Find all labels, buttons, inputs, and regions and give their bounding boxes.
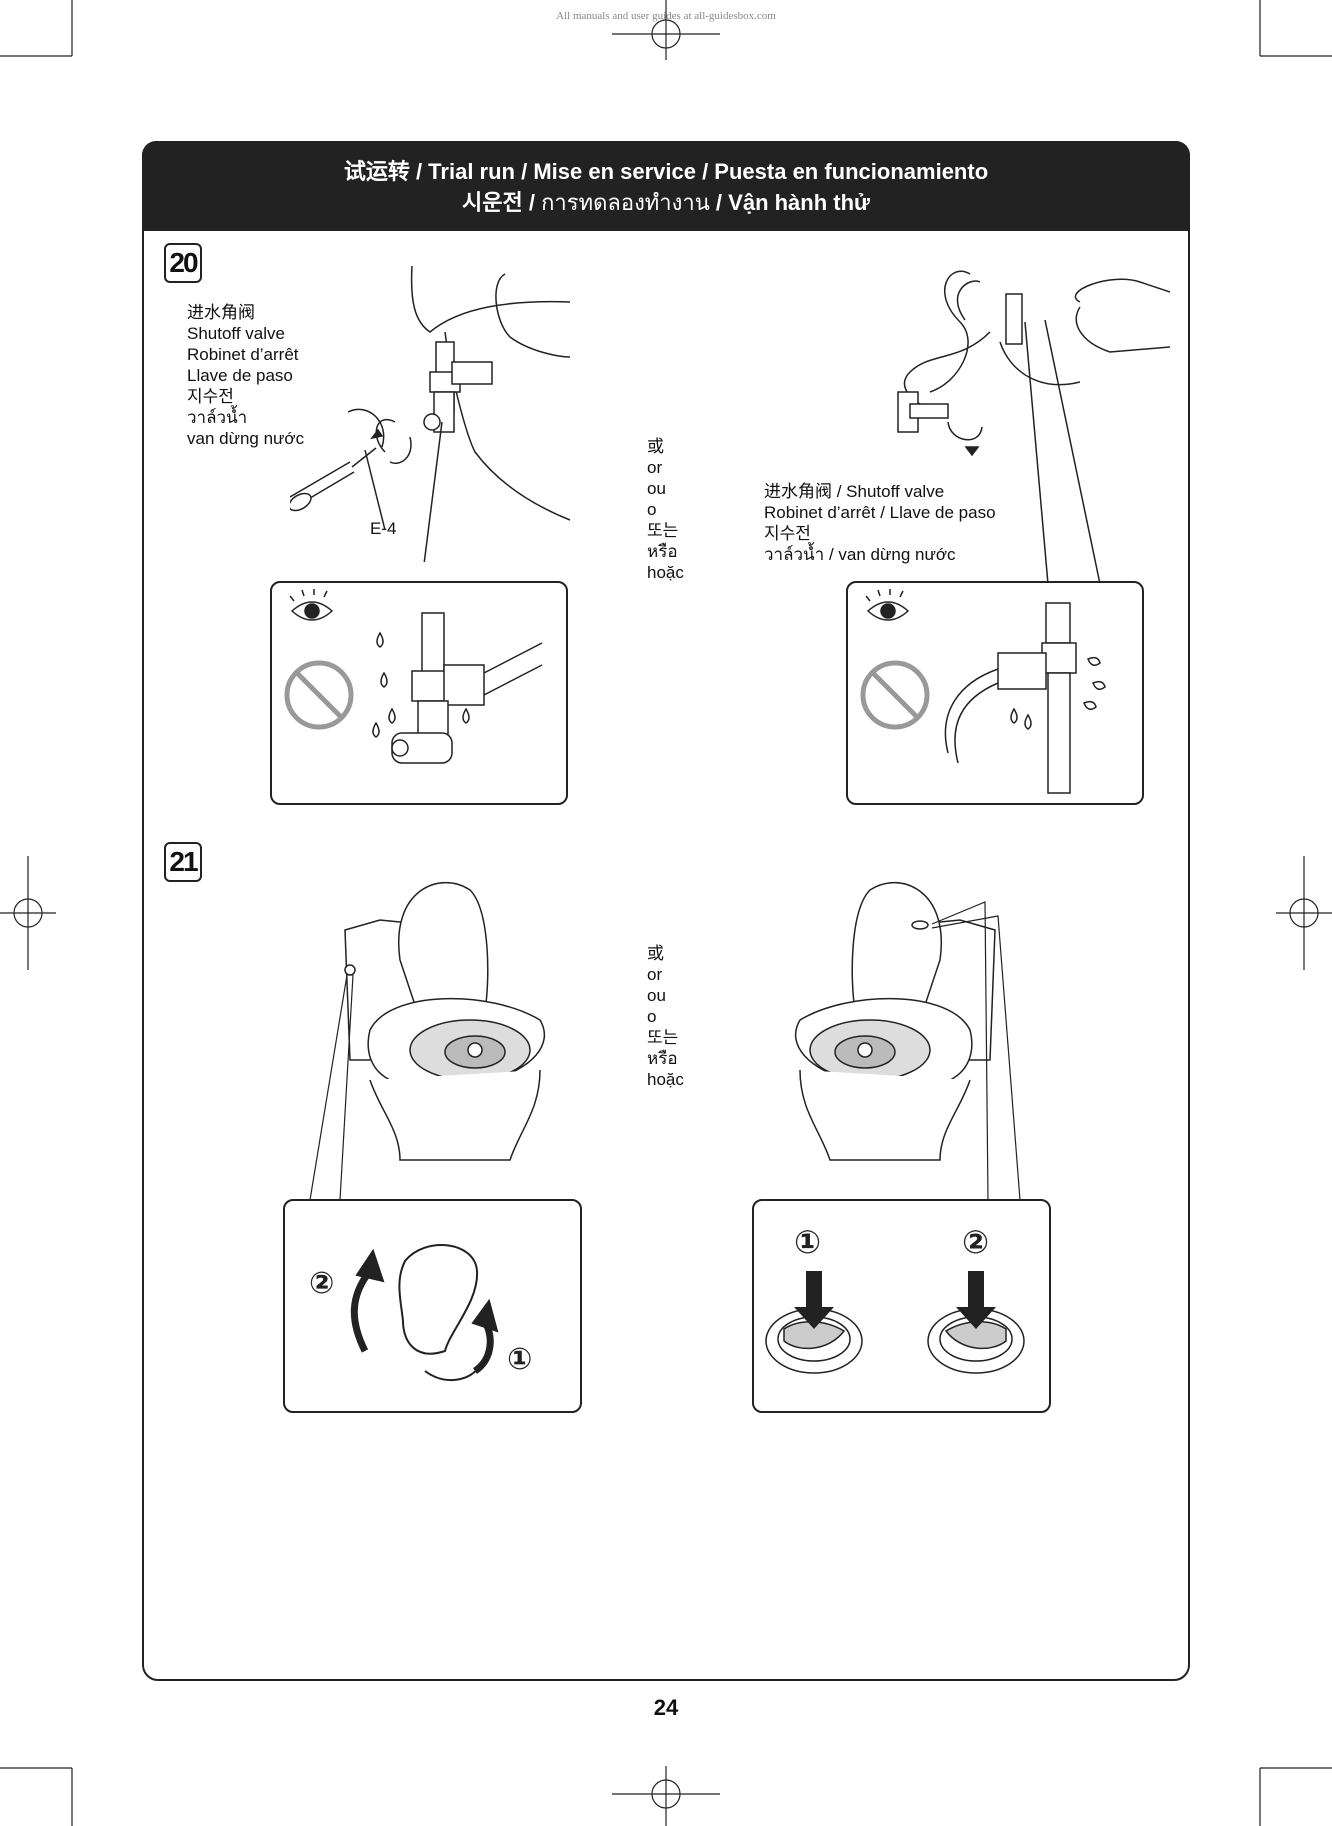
leak-check-inset-right bbox=[846, 581, 1144, 805]
button-step-2: ② bbox=[962, 1223, 989, 1261]
header-separator: / bbox=[710, 190, 728, 215]
label-line: 지수전 bbox=[764, 523, 996, 544]
or-word: หรือ bbox=[647, 1048, 684, 1069]
header-korean: 시운전 bbox=[462, 190, 523, 215]
prohibited-icon bbox=[287, 663, 351, 727]
or-word: 或 bbox=[647, 943, 684, 964]
button-inset: ① ② bbox=[752, 1199, 1051, 1413]
or-word: 또는 bbox=[647, 520, 684, 541]
label-line: Robinet d’arrêt / Llave de paso bbox=[764, 502, 996, 523]
or-word: hoặc bbox=[647, 562, 684, 583]
or-word: 或 bbox=[647, 436, 684, 457]
prohibited-icon bbox=[863, 663, 927, 727]
header-line-1: 试运转 / Trial run / Mise en service / Pues… bbox=[142, 141, 1190, 187]
leak-check-inset-left bbox=[270, 581, 568, 805]
or-word: or bbox=[647, 964, 684, 985]
or-word: ou bbox=[647, 478, 684, 499]
label-line: Shutoff valve bbox=[187, 323, 304, 344]
or-words-step20: 或 or ou o 또는 หรือ hoặc bbox=[647, 436, 684, 583]
or-word: o bbox=[647, 499, 684, 520]
label-line: van dừng nước bbox=[187, 428, 304, 449]
label-line: Robinet d’arrêt bbox=[187, 344, 304, 365]
header-separator: / bbox=[523, 190, 541, 215]
flush-lever-illustration: ② ① bbox=[285, 1201, 580, 1411]
or-word: or bbox=[647, 457, 684, 478]
header-line-2: 시운전 / การทดลองทำงาน / Vận hành thử bbox=[142, 187, 1190, 218]
leak-check-illustration bbox=[848, 583, 1142, 803]
step-number-21: 21 bbox=[164, 842, 202, 882]
label-line: 지수전 bbox=[187, 386, 304, 407]
or-word: hoặc bbox=[647, 1069, 684, 1090]
label-line: 进水角阀 / Shutoff valve bbox=[764, 481, 996, 502]
toilet-illustration-right bbox=[770, 870, 1060, 1200]
or-words-step21: 或 or ou o 또는 หรือ hoặc bbox=[647, 943, 684, 1090]
lever-step-2: ② bbox=[309, 1266, 334, 1301]
shutoff-valve-label-left: 进水角阀 Shutoff valve Robinet d’arrêt Llave… bbox=[187, 302, 304, 449]
flush-button-illustration: ① ② bbox=[754, 1201, 1049, 1411]
button-step-1: ① bbox=[794, 1223, 821, 1261]
or-word: ou bbox=[647, 985, 684, 1006]
page-number: 24 bbox=[0, 1695, 1332, 1721]
section-header: 试运转 / Trial run / Mise en service / Pues… bbox=[142, 141, 1190, 231]
header-vietnamese: Vận hành thử bbox=[728, 190, 870, 215]
valve-illustration-left bbox=[290, 262, 590, 562]
toilet-illustration-left bbox=[290, 870, 570, 1200]
label-line: 进水角阀 bbox=[187, 302, 304, 323]
label-line: Llave de paso bbox=[187, 365, 304, 386]
or-word: o bbox=[647, 1006, 684, 1027]
step-number-20: 20 bbox=[164, 243, 202, 283]
leak-check-illustration bbox=[272, 583, 566, 803]
label-line: วาล์วน้ำ / van dừng nước bbox=[764, 544, 996, 565]
or-word: 또는 bbox=[647, 1027, 684, 1048]
watermark: All manuals and user guides at all-guide… bbox=[0, 10, 1332, 22]
lever-inset: ② ① bbox=[283, 1199, 582, 1413]
shutoff-valve-label-right: 进水角阀 / Shutoff valve Robinet d’arrêt / L… bbox=[764, 481, 996, 565]
label-line: วาล์วน้ำ bbox=[187, 407, 304, 428]
header-thai: การทดลองทำงาน bbox=[541, 190, 710, 215]
or-word: หรือ bbox=[647, 541, 684, 562]
lever-step-1: ① bbox=[507, 1342, 532, 1377]
